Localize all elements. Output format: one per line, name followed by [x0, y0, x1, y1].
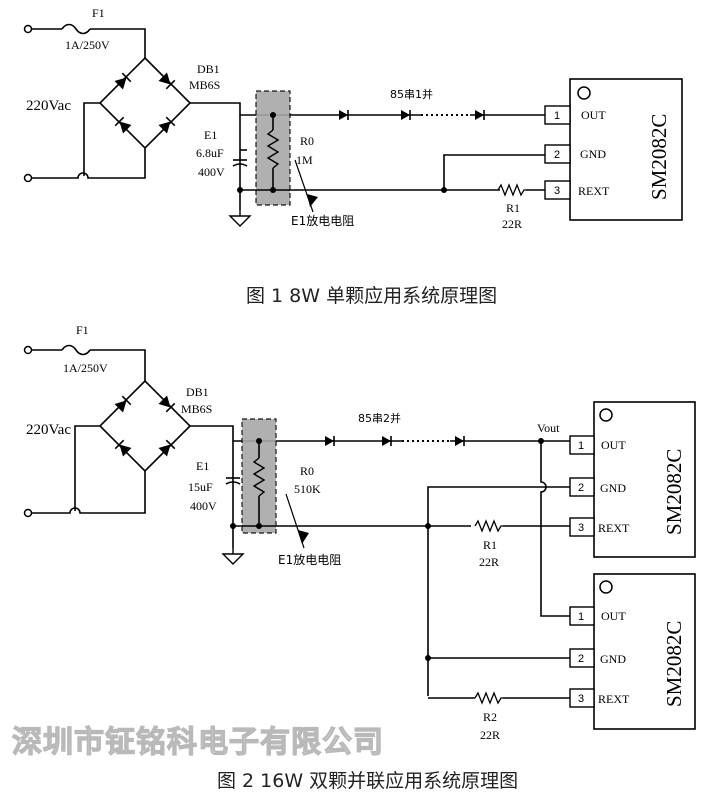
company-watermark: 深圳市钲铭科电子有限公司 — [12, 725, 384, 760]
cap2-voltage: 400V — [190, 499, 217, 513]
ic-sm2082c-b — [593, 573, 696, 730]
cap2-value: 15uF — [188, 480, 213, 494]
ac-input-label: 220Vac — [26, 98, 71, 114]
ic1-part-label: SM2082C — [647, 114, 671, 200]
figure-1-schematic: F1 1A/250V DB1 MB6S 220Vac E1 6.8uF 400V… — [23, 6, 683, 307]
bridge2-name: DB1 — [186, 385, 209, 399]
bridge-rectifier — [99, 57, 191, 149]
fuse2-rating: 1A/250V — [63, 361, 108, 375]
figure-2-schematic: F1 1A/250V DB1 MB6S 220Vac E1 15uF 400V … — [11, 323, 696, 792]
fuse-symbol-2 — [61, 344, 91, 356]
discharge-resistor2-value: 510K — [294, 482, 321, 496]
cap-name: E1 — [204, 128, 217, 142]
rext-resistor-r1 — [474, 520, 504, 532]
fuse-rating: 1A/250V — [65, 38, 110, 52]
led-string-label: 85串1并 — [390, 87, 433, 101]
bridge-part: MB6S — [189, 78, 220, 92]
cap-value: 6.8uF — [196, 146, 224, 160]
figure-1-caption: 图 1 8W 单颗应用系统原理图 — [246, 285, 497, 307]
ac-terminal-top — [23, 24, 33, 34]
ic2b-pin2-num: 2 — [578, 653, 584, 665]
vout-label: Vout — [537, 421, 560, 435]
cap2-name: E1 — [196, 459, 209, 473]
rext1-name: R1 — [483, 538, 497, 552]
ic2b-pin3-name: REXT — [598, 692, 630, 706]
rext-resistor-r2 — [474, 692, 504, 704]
discharge-label-2: E1放电电阻 — [278, 552, 341, 567]
ac-input-label-2: 220Vac — [26, 422, 71, 438]
bridge-rectifier-2 — [99, 380, 191, 472]
ic2b-pin1-name: OUT — [601, 609, 626, 623]
ic1-pin3-num: 3 — [554, 185, 560, 197]
bridge2-part: MB6S — [181, 402, 212, 416]
rext2-name: R2 — [483, 710, 497, 724]
ic2b-part-label: SM2082C — [662, 621, 686, 707]
ic2a-pin1-name: OUT — [601, 438, 626, 452]
rext-value: 22R — [502, 217, 522, 231]
ic2b-pin1-num: 1 — [578, 611, 584, 623]
ic2a-part-label: SM2082C — [662, 449, 686, 535]
ic2a-pin2-name: GND — [600, 481, 626, 495]
ac-terminal-bottom — [23, 173, 33, 183]
rext-name: R1 — [506, 201, 520, 215]
rext-resistor-1 — [497, 184, 527, 196]
ground-symbol — [229, 209, 251, 227]
ground-symbol-2 — [222, 547, 244, 565]
ic2a-pin2-num: 2 — [578, 482, 584, 494]
ic1-pin1-num: 1 — [554, 110, 560, 122]
discharge-resistor-value: 1M — [296, 153, 313, 167]
figure-2-caption: 图 2 16W 双颗并联应用系统原理图 — [217, 770, 518, 792]
bridge-name: DB1 — [197, 62, 220, 76]
discharge-resistor2-name: R0 — [300, 464, 314, 478]
discharge-resistor-highlight — [255, 90, 291, 206]
led-string-label-2: 85串2并 — [358, 411, 401, 425]
ic-sm2082c-a — [593, 401, 696, 558]
cap-voltage: 400V — [198, 165, 225, 179]
ic1-pin2-num: 2 — [554, 149, 560, 161]
ic2a-pin3-name: REXT — [598, 521, 630, 535]
ic1-pin3-name: REXT — [578, 184, 610, 198]
ic2a-pin3-num: 3 — [578, 522, 584, 534]
fuse2-name: F1 — [76, 323, 89, 337]
ic-sm2082c — [569, 78, 683, 221]
ic2a-pin1-num: 1 — [578, 440, 584, 452]
fuse-symbol — [61, 23, 91, 35]
rext1-value: 22R — [479, 555, 499, 569]
rext2-value: 22R — [480, 728, 500, 742]
discharge-label: E1放电电阻 — [291, 213, 354, 228]
ic2b-pin2-name: GND — [600, 652, 626, 666]
fuse-name: F1 — [92, 6, 105, 20]
ic1-pin1-name: OUT — [581, 108, 606, 122]
ic1-pin2-name: GND — [580, 147, 606, 161]
ic2b-pin3-num: 3 — [578, 693, 584, 705]
discharge-resistor-name: R0 — [300, 134, 314, 148]
